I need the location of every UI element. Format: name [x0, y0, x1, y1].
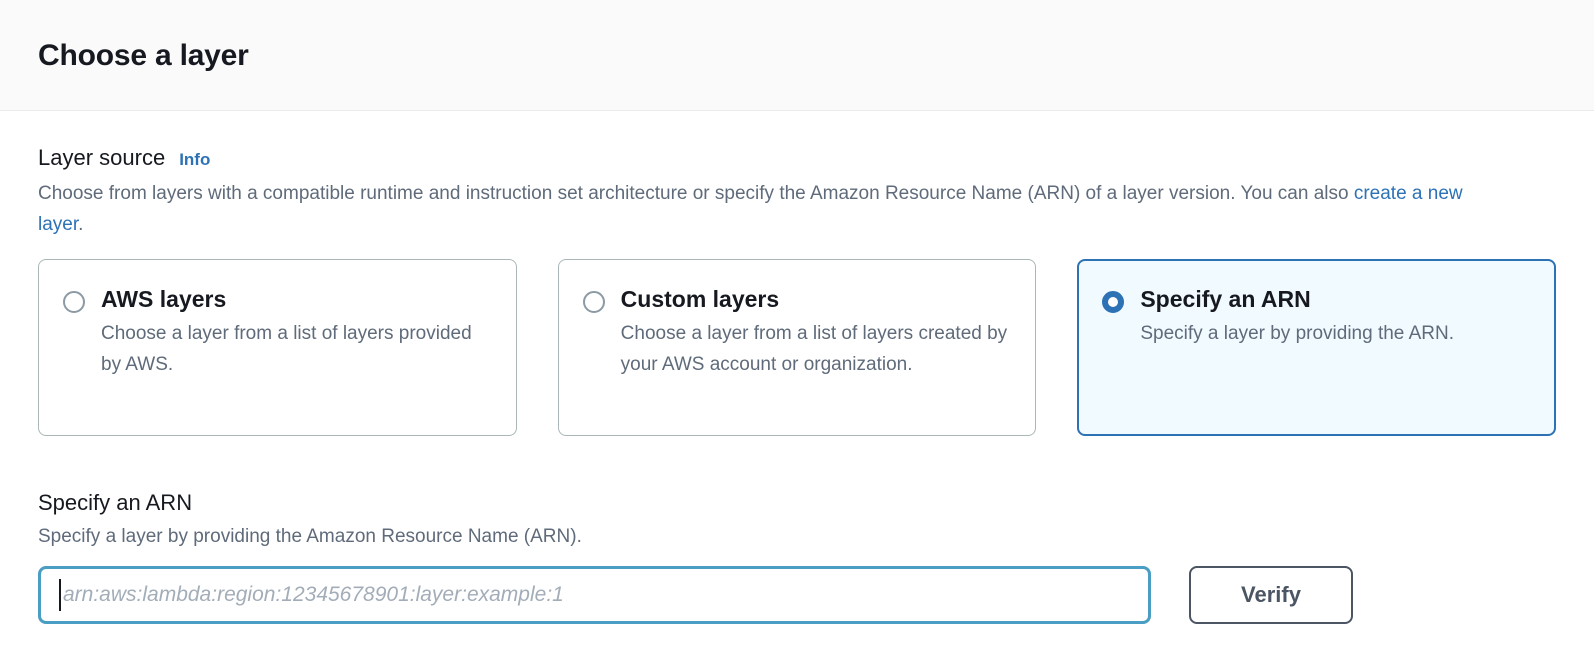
- layer-source-option-aws-layers-label: AWS layers: [101, 285, 227, 312]
- radio-icon-specify-an-arn[interactable]: [1102, 290, 1125, 313]
- info-link[interactable]: Info: [179, 150, 211, 169]
- layer-source-option-custom-layers-text: Custom layers Choose a layer from a list…: [621, 286, 1012, 415]
- layer-source-description: Choose from layers with a compatible run…: [38, 179, 1498, 241]
- layer-source-option-specify-an-arn[interactable]: Specify an ARN Specify a layer by provid…: [1077, 258, 1557, 436]
- layer-source-description-tail: .: [78, 214, 84, 236]
- layer-source-option-custom-layers[interactable]: Custom layers Choose a layer from a list…: [557, 258, 1037, 436]
- layer-source-option-custom-layers-label: Custom layers: [620, 285, 780, 312]
- arn-section-heading: Specify an ARN: [38, 489, 193, 515]
- layer-source-option-specify-an-arn-text: Specify an ARN Specify a layer by provid…: [1140, 286, 1531, 415]
- radio-icon-aws-layers[interactable]: [63, 290, 85, 313]
- layer-source-options: AWS layers Choose a layer from a list of…: [38, 258, 1557, 436]
- arn-section-description: Specify a layer by providing the Amazon …: [38, 526, 582, 548]
- modal-header: Choose a layer: [0, 0, 1594, 111]
- arn-input-wrapper: [38, 565, 1151, 624]
- layer-source-description-text: Choose from layers with a compatible run…: [38, 183, 1354, 205]
- layer-source-option-aws-layers[interactable]: AWS layers Choose a layer from a list of…: [38, 258, 517, 436]
- layer-source-option-aws-layers-text: AWS layers Choose a layer from a list of…: [101, 286, 492, 415]
- layer-source-heading-row: Layer source Info: [38, 145, 1556, 170]
- layer-source-option-specify-an-arn-description: Specify a layer by providing the ARN.: [1140, 323, 1455, 345]
- arn-input[interactable]: [38, 565, 1151, 624]
- layer-source-option-aws-layers-description: Choose a layer from a list of layers pro…: [101, 323, 472, 376]
- layer-source-heading: Layer source: [38, 145, 166, 170]
- verify-button[interactable]: Verify: [1189, 565, 1353, 624]
- layer-source-option-custom-layers-description: Choose a layer from a list of layers cre…: [620, 323, 1008, 376]
- create-a-new-layer-link[interactable]: create a new layer: [38, 183, 1463, 236]
- layer-source-option-specify-an-arn-label: Specify an ARN: [1140, 285, 1311, 312]
- radio-icon-custom-layers[interactable]: [582, 290, 605, 313]
- arn-section: Specify an ARN Specify a layer by provid…: [38, 490, 1556, 624]
- text-cursor-icon: [59, 578, 61, 611]
- arn-input-row: Verify: [38, 565, 1556, 624]
- modal-body: Layer source Info Choose from layers wit…: [0, 111, 1594, 666]
- page-title: Choose a layer: [38, 38, 249, 72]
